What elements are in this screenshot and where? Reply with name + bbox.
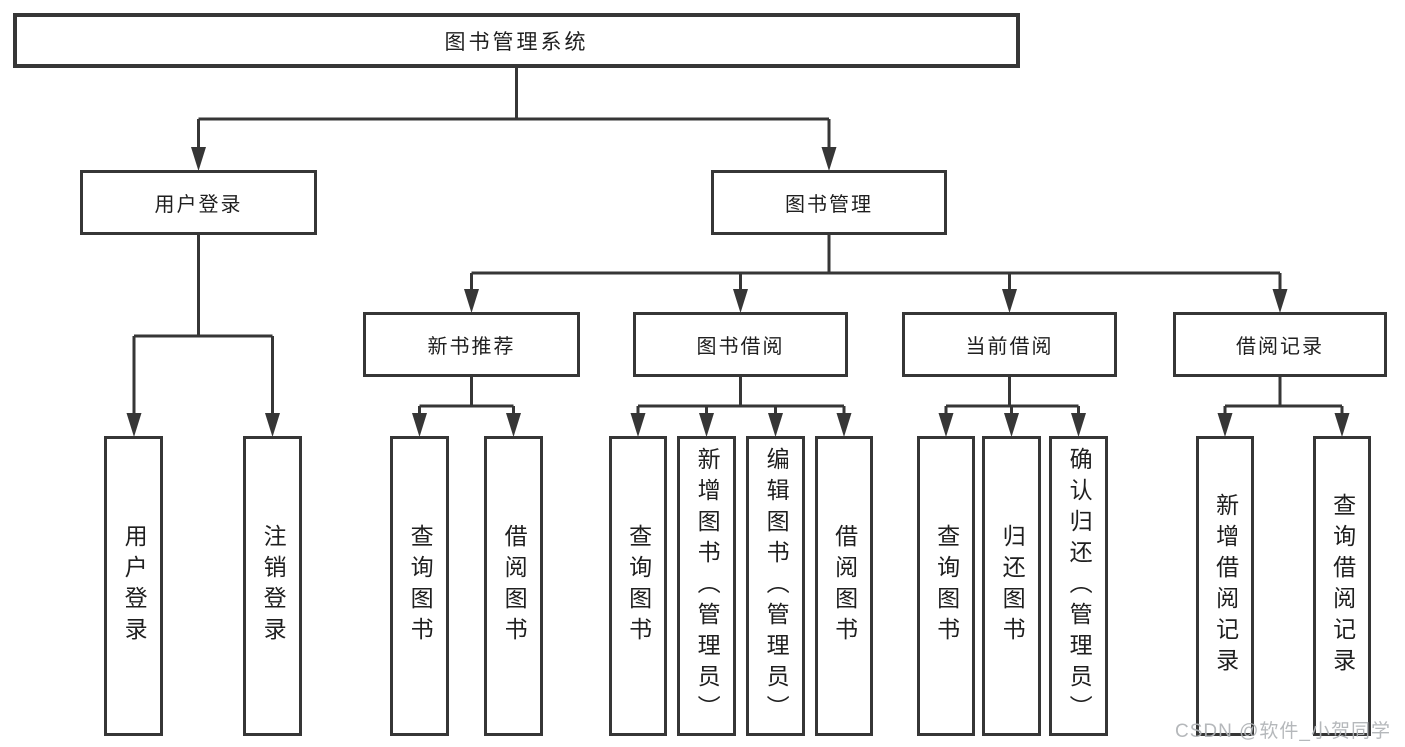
arrow-icon bbox=[1004, 413, 1019, 437]
arrow-icon bbox=[821, 147, 837, 171]
leaf-borrowing-edit-books-admin: 编辑图书（管理员） bbox=[746, 436, 805, 736]
node-root-system: 图书管理系统 bbox=[13, 13, 1020, 68]
leaf-recommend-borrow-books: 借阅图书 bbox=[484, 436, 543, 736]
leaf-current-return-books: 归还图书 bbox=[982, 436, 1041, 736]
arrow-icon bbox=[506, 413, 521, 437]
leaf-borrowing-query-books: 查询图书 bbox=[609, 436, 667, 736]
arrow-icon bbox=[1002, 289, 1017, 313]
node-user-login: 用户登录 bbox=[80, 170, 317, 235]
arrow-icon bbox=[191, 147, 206, 171]
node-new-book-recommend: 新书推荐 bbox=[363, 312, 580, 377]
leaf-records-query-record: 查询借阅记录 bbox=[1313, 436, 1371, 736]
leaf-borrowing-borrow-books: 借阅图书 bbox=[815, 436, 873, 736]
node-book-management: 图书管理 bbox=[711, 170, 947, 235]
arrow-icon bbox=[768, 413, 783, 437]
arrow-icon bbox=[630, 413, 646, 437]
arrow-icon bbox=[1217, 413, 1233, 437]
connector-rails bbox=[132, 68, 1344, 414]
leaf-current-query-books: 查询图书 bbox=[917, 436, 975, 736]
arrow-icon bbox=[733, 289, 748, 313]
node-borrow-records: 借阅记录 bbox=[1173, 312, 1387, 377]
arrow-icon bbox=[265, 413, 280, 437]
arrow-icon bbox=[1071, 413, 1086, 437]
node-book-borrowing: 图书借阅 bbox=[633, 312, 848, 377]
arrow-icon bbox=[464, 289, 479, 313]
arrow-icon bbox=[126, 413, 142, 437]
arrow-icon bbox=[836, 413, 852, 437]
arrow-icon bbox=[1272, 289, 1288, 313]
leaf-borrowing-add-books-admin: 新增图书（管理员） bbox=[677, 436, 736, 736]
csdn-watermark: CSDN @软件_小贺同学 bbox=[1175, 721, 1391, 742]
leaf-user-login: 用户登录 bbox=[104, 436, 163, 736]
arrow-icon bbox=[938, 413, 954, 437]
arrowheads bbox=[126, 147, 1350, 437]
arrow-icon bbox=[412, 413, 427, 437]
arrow-icon bbox=[699, 413, 714, 437]
leaf-recommend-query-books: 查询图书 bbox=[390, 436, 449, 736]
leaf-logout: 注销登录 bbox=[243, 436, 302, 736]
node-current-borrowing: 当前借阅 bbox=[902, 312, 1117, 377]
leaf-current-confirm-return-admin: 确认归还（管理员） bbox=[1049, 436, 1108, 736]
arrow-icon bbox=[1334, 413, 1350, 437]
leaf-records-add-record: 新增借阅记录 bbox=[1196, 436, 1254, 736]
